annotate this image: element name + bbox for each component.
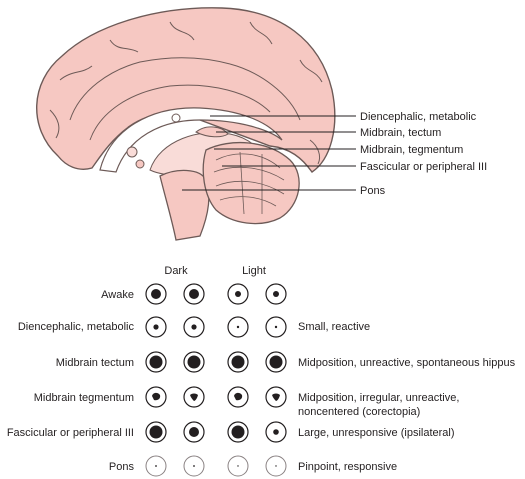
pupil-row-diencephalic <box>145 316 287 338</box>
cerebellum <box>202 141 300 225</box>
row-description: Small, reactive <box>298 321 370 333</box>
pupil-icon <box>274 325 278 329</box>
optic-chiasm <box>126 146 138 158</box>
column-header-light: Light <box>242 265 266 277</box>
pupil-icon <box>149 425 163 439</box>
pupil-icon <box>231 425 245 439</box>
pupil-icon <box>269 355 283 369</box>
irregular-pupil-icon <box>272 393 280 401</box>
midbrain-tectum <box>195 126 229 138</box>
pupil-icon <box>149 355 163 369</box>
brain-label: Midbrain, tectum <box>360 127 441 139</box>
row-label-midbrain-tegmentum: Midbrain tegmentum <box>34 392 134 404</box>
row-label-pons: Pons <box>109 461 135 473</box>
gyri-lines <box>49 21 323 165</box>
pupil-icon <box>151 289 161 299</box>
pupil-icon <box>236 325 240 329</box>
brain-labels: Diencephalic, metabolic Midbrain, tectum… <box>360 111 487 197</box>
cerebrum <box>36 7 336 173</box>
pupil-icon <box>189 427 199 437</box>
pupil-icon <box>237 465 239 467</box>
pupil-icon <box>191 324 197 330</box>
pupil-row-midbrain-tectum <box>145 351 287 373</box>
brainstem <box>159 169 210 241</box>
row-label-fascicular: Fascicular or peripheral III <box>7 427 134 439</box>
pupil-icon <box>273 429 279 435</box>
pupil-icon <box>187 355 201 369</box>
pituitary <box>135 159 145 169</box>
row-description: Midposition, unreactive, spontaneous hip… <box>298 357 516 369</box>
pupil-icon <box>193 465 195 467</box>
pupil-icon <box>189 289 199 299</box>
irregular-pupil-icon <box>152 392 161 401</box>
pupil-row-pons <box>145 455 287 477</box>
row-description: Pinpoint, responsive <box>298 461 397 473</box>
pupil-table: Dark Light Awake Diencephalic, metabolic… <box>7 265 516 477</box>
row-description-continued: noncentered (corectopia) <box>298 406 420 418</box>
pineal <box>171 113 181 123</box>
brain-label: Diencephalic, metabolic <box>360 111 477 123</box>
pupil-icon <box>155 465 157 467</box>
pupil-icon <box>273 291 279 297</box>
row-description: Midposition, irregular, unreactive, <box>298 392 459 404</box>
pupil-icon <box>275 465 277 467</box>
pupil-row-awake <box>145 283 287 305</box>
pupil-icon <box>231 355 245 369</box>
pupil-icon <box>235 291 241 297</box>
row-label-awake: Awake <box>101 289 134 301</box>
brain-label: Midbrain, tegmentum <box>360 144 463 156</box>
row-description: Large, unresponsive (ipsilateral) <box>298 427 455 439</box>
pupil-icon <box>153 324 159 330</box>
leader-lines <box>182 115 356 191</box>
brain-label: Pons <box>360 185 386 197</box>
pupil-row-fascicular <box>145 421 287 443</box>
row-label-diencephalic: Diencephalic, metabolic <box>18 321 135 333</box>
pupil-row-midbrain-tegmentum <box>145 386 287 408</box>
brain-label: Fascicular or peripheral III <box>360 161 487 173</box>
cerebellar-folia <box>213 151 285 215</box>
corpus-callosum <box>99 107 283 173</box>
irregular-pupil-icon <box>190 393 198 401</box>
row-label-midbrain-tectum: Midbrain tectum <box>56 357 134 369</box>
brain-illustration <box>36 7 336 241</box>
irregular-pupil-icon <box>234 392 243 401</box>
column-header-dark: Dark <box>164 265 188 277</box>
